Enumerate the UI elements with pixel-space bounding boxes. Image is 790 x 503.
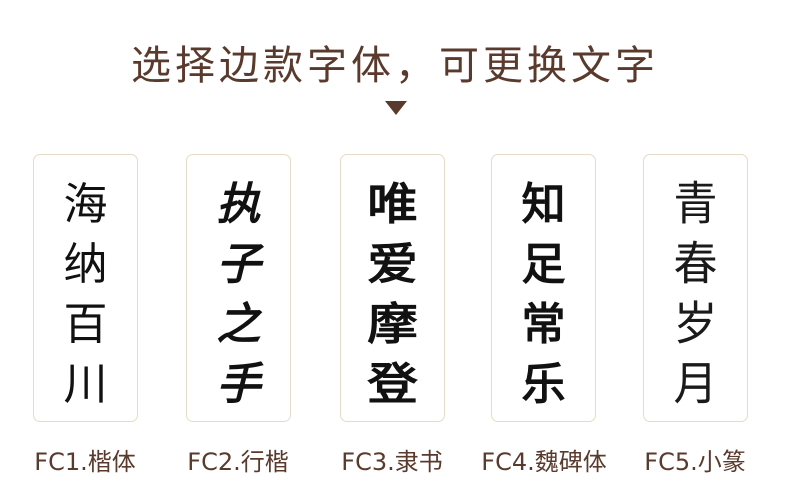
sample-char: 知 bbox=[521, 179, 566, 230]
font-card-weibei[interactable]: 知 足 常 乐 bbox=[491, 154, 596, 422]
sample-char: 乐 bbox=[521, 359, 566, 410]
sample-char: 月 bbox=[673, 357, 718, 412]
sample-char: 春 bbox=[673, 237, 718, 292]
sample-char: 常 bbox=[521, 299, 566, 350]
sample-char: 青 bbox=[673, 177, 718, 232]
card-characters: 海 纳 百 川 bbox=[34, 175, 137, 415]
sample-char: 之 bbox=[216, 299, 261, 350]
sample-char: 摩 bbox=[367, 299, 418, 350]
sample-char: 手 bbox=[216, 359, 261, 410]
sample-char: 岁 bbox=[673, 297, 718, 352]
sample-char: 纳 bbox=[63, 239, 108, 290]
page-headline: 选择边款字体，可更换文字 bbox=[131, 43, 659, 89]
sample-char: 足 bbox=[521, 239, 566, 290]
card-characters: 知 足 常 乐 bbox=[492, 175, 595, 415]
font-caption-weibei: FC4.魏碑体 bbox=[481, 448, 607, 476]
card-characters: 青 春 岁 月 bbox=[644, 175, 747, 415]
sample-char: 唯 bbox=[367, 179, 418, 230]
font-caption-xiaozhuan: FC5.小篆 bbox=[644, 448, 746, 476]
card-characters: 执 子 之 手 bbox=[187, 175, 290, 415]
font-card-xingkai[interactable]: 执 子 之 手 bbox=[186, 154, 291, 422]
font-caption-xingkai: FC2.行楷 bbox=[187, 448, 289, 476]
sample-char: 海 bbox=[63, 179, 108, 230]
sample-char: 爱 bbox=[367, 239, 418, 290]
sample-char: 川 bbox=[63, 359, 108, 410]
font-caption-kaiti: FC1.楷体 bbox=[34, 448, 136, 476]
font-card-xiaozhuan[interactable]: 青 春 岁 月 bbox=[643, 154, 748, 422]
sample-char: 执 bbox=[216, 179, 261, 230]
sample-char: 子 bbox=[216, 239, 261, 290]
card-characters: 唯 爱 摩 登 bbox=[341, 175, 444, 415]
sample-char: 登 bbox=[367, 359, 418, 410]
font-caption-lishu: FC3.隶书 bbox=[341, 448, 443, 476]
sample-char: 百 bbox=[63, 299, 108, 350]
triangle-down-icon bbox=[385, 101, 407, 115]
font-card-kaiti[interactable]: 海 纳 百 川 bbox=[33, 154, 138, 422]
font-card-lishu[interactable]: 唯 爱 摩 登 bbox=[340, 154, 445, 422]
